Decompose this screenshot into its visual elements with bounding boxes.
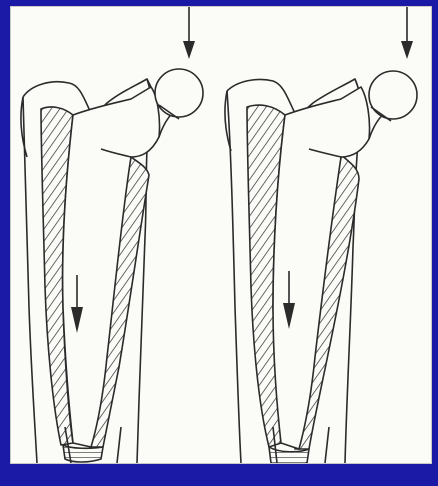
left-femur-figure [21, 7, 203, 463]
down-arrow-icon [183, 41, 195, 59]
right-femoral-head [369, 71, 417, 119]
right-femur-figure [225, 7, 417, 463]
illustration-panel [10, 6, 432, 464]
right-prosthesis-stem [273, 87, 370, 449]
femoral-stem-illustration [11, 7, 431, 463]
down-arrow-icon [401, 41, 413, 59]
left-femoral-head [155, 69, 203, 117]
